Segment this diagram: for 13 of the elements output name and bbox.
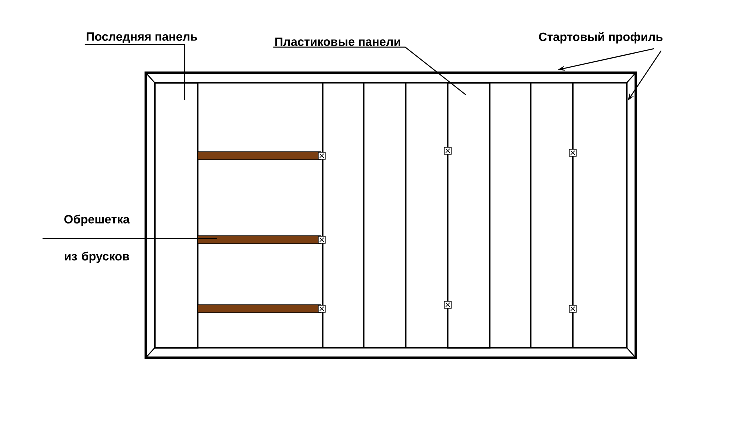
batten-bar	[198, 152, 322, 160]
callout-text: Обрешетка из брусков	[64, 214, 130, 264]
callout-text: Стартовый профиль	[539, 32, 663, 44]
batten-bar	[198, 236, 322, 244]
callout-text: Последняя панель	[86, 32, 198, 44]
starter-profile-frame	[144, 72, 638, 360]
leader-line	[273, 46, 466, 96]
panel-strip	[447, 82, 491, 349]
batten-bar	[198, 304, 322, 314]
leader-line	[42, 238, 218, 240]
callout-text: Пластиковые панели	[276, 38, 400, 46]
leader-line	[84, 44, 186, 100]
panel-strip	[154, 82, 199, 349]
